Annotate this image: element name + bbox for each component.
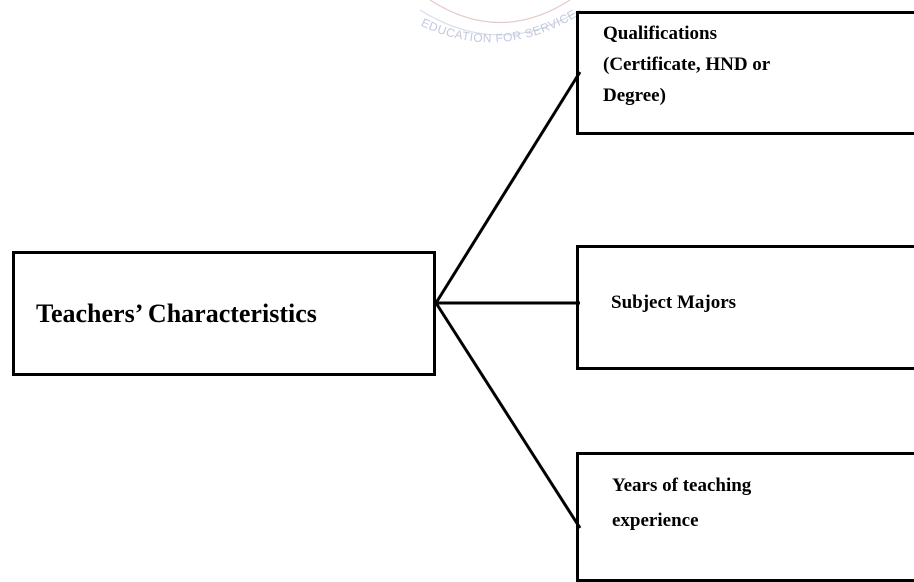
branch-label-qualifications: Qualifications (Certificate, HND or Degr…	[603, 23, 771, 106]
watermark-seal: EDUCATION FOR SERVICE	[419, 0, 581, 45]
connector-to-qualifications	[434, 71, 582, 304]
branch-node-qualifications: Qualifications (Certificate, HND or Degr…	[576, 11, 914, 135]
root-node-box: Teachers’ Characteristics	[12, 251, 436, 376]
branch-label-subject-majors: Subject Majors	[611, 292, 737, 313]
branch-node-subject-majors: Subject Majors	[576, 245, 914, 370]
root-node-label: Teachers’ Characteristics	[36, 298, 317, 328]
connector-to-experience	[434, 302, 582, 529]
branch-label-teaching-experience: Years of teaching experience	[612, 475, 752, 531]
branch-node-teaching-experience: Years of teaching experience	[576, 452, 914, 582]
